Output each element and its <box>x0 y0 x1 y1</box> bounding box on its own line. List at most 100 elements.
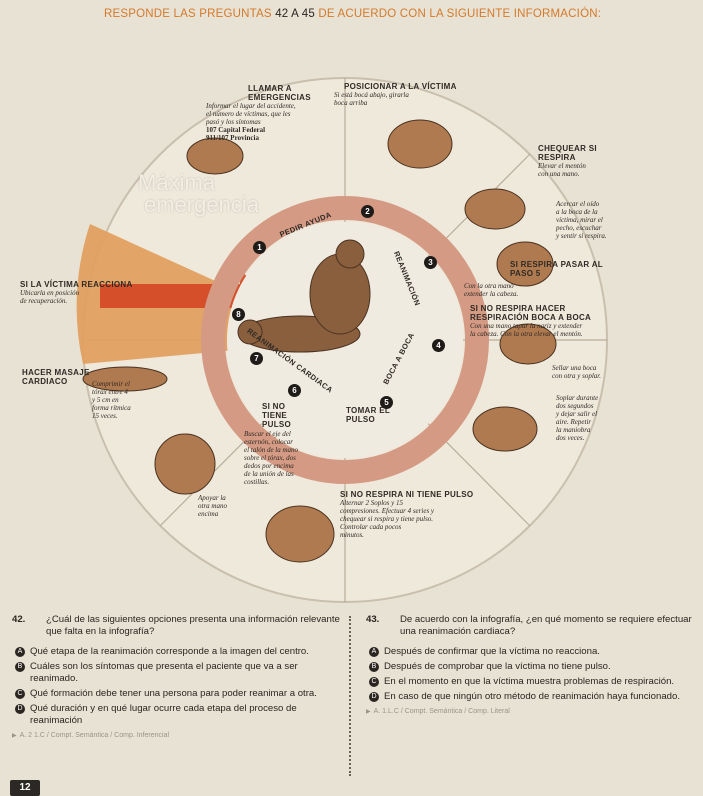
step-marker-6: 6 <box>288 384 301 397</box>
infographic-drawing <box>76 77 608 603</box>
inner-ring <box>201 196 489 484</box>
step-check-desc-3: Acercar el oído <box>556 200 600 208</box>
option-text: En el momento en que la víctima muestra … <box>384 676 675 687</box>
step-no-pulse-title: SI NO TIENE PULSO <box>262 402 292 429</box>
question-43-stem: 43. De acuerdo con la infografía, ¿en qu… <box>366 614 696 638</box>
option-a-marker: A <box>369 647 379 657</box>
step-marker-3: 3 <box>424 256 437 269</box>
step-take-pulse: TOMAR EL PULSO <box>346 406 406 424</box>
question-42-stem: 42. ¿Cuál de las siguientes opciones pre… <box>12 614 342 638</box>
question-43-meta: ▶A. 1.L.C / Compt. Semántica / Comp. Lit… <box>366 706 696 718</box>
question-43-option-c[interactable]: C En el momento en que la víctima muestr… <box>366 676 696 688</box>
step-cardiac-desc: Comprimir el tórax entre 4 y 5 cm en for… <box>92 380 162 420</box>
option-text: Qué etapa de la reanimación corresponde … <box>30 646 309 657</box>
step-no-pulse-desc-6: de la unión de las <box>244 470 294 478</box>
step-call-desc-1: Informar el lugar del accidente, <box>206 102 296 110</box>
step-not-breathing-desc-2: la cabeza. Con la otra elevar el mentón. <box>470 330 583 338</box>
question-43: 43. De acuerdo con la infografía, ¿en qu… <box>366 614 696 718</box>
option-text: Qué duración y en qué lugar ocurre cada … <box>30 703 297 726</box>
step-reacts-desc-2: de recuperación. <box>20 297 68 305</box>
main-banner: Máxima emergencia <box>138 172 259 216</box>
question-43-text: De acuerdo con la infografía, ¿en qué mo… <box>400 614 692 637</box>
option-text: Cuáles son los síntomas que presenta el … <box>30 661 298 684</box>
step-call-desc-5: 911/107 Provincia <box>206 134 259 142</box>
question-42-option-a[interactable]: A Qué etapa de la reanimación correspond… <box>12 646 342 658</box>
option-a-marker: A <box>15 647 25 657</box>
question-42-number: 42. <box>12 614 26 625</box>
step-marker-2: 2 <box>361 205 374 218</box>
step-no-pulse-desc: Buscar el eje del esternón, colocar el t… <box>244 430 344 486</box>
step-not-breathing-desc-6: dos segundos <box>556 402 594 410</box>
option-text: En caso de que ningún otro método de rea… <box>384 691 681 702</box>
step-position-desc-1: Si está bocá abajo, girarla <box>334 91 409 99</box>
step-cardiac-desc-1: Comprimir el <box>92 380 130 388</box>
step-breathes-desc-2: extender la cabeza. <box>464 290 519 298</box>
step-not-breathing-desc-10: dos veces. <box>556 434 585 442</box>
step-not-breathing-title: SI NO RESPIRA HACER RESPIRACIÓN BOCA A B… <box>470 304 592 322</box>
step-other-hand: Apoyar la otra mano encima <box>198 494 248 518</box>
step-no-breath-no-pulse-desc-3: chequear si respira y tiene pulso. <box>340 515 434 523</box>
question-42-meta-text: A. 2 1.C / Compt. Semántica / Comp. Infe… <box>19 732 170 739</box>
step-position-desc-2: boca arriba <box>334 99 368 107</box>
step-cardiac-desc-2: tórax entre 4 <box>92 388 128 396</box>
option-text: Después de confirmar que la víctima no r… <box>384 646 600 657</box>
step-not-breathing-desc-7: y dejar salir el <box>556 410 598 418</box>
step-breathes-title: SI RESPIRA PASAR AL PASO 5 <box>510 260 603 278</box>
step-call-title: LLAMAR A EMERGENCIAS <box>248 84 311 102</box>
step-not-breathing-desc-4: con otra y soplar. <box>552 372 601 380</box>
step-blow: Soplar durante dos segundos y dejar sali… <box>556 394 626 442</box>
option-b-marker: B <box>369 662 379 672</box>
question-42-option-c[interactable]: C Qué formación debe tener una persona p… <box>12 688 342 700</box>
step-reacts-desc-1: Ubicarla en posición <box>20 289 80 297</box>
step-check-ear: Acercar el oído a la boca de la víctima,… <box>556 200 636 240</box>
step-check-desc-1: Elevar el mentón <box>538 162 586 170</box>
step-check-title: CHEQUEAR SI RESPIRA <box>538 144 597 162</box>
header-prefix: RESPONDE LAS PREGUNTAS <box>104 8 276 20</box>
step-marker-4: 4 <box>432 339 445 352</box>
step-check: CHEQUEAR SI RESPIRA Elevar el mentón con… <box>538 144 618 178</box>
center-figures <box>237 239 371 353</box>
step-take-pulse-title: TOMAR EL PULSO <box>346 406 390 424</box>
question-43-option-b[interactable]: B Después de comprobar que la víctima no… <box>366 661 696 673</box>
step-no-breath-no-pulse: SI NO RESPIRA NI TIENE PULSO Alternar 2 … <box>340 490 510 539</box>
step-no-pulse-desc-10: encima <box>198 510 219 518</box>
step-position: POSICIONAR A LA VÍCTIMA Si está bocá aba… <box>334 82 494 107</box>
step-cardiac: HACER MASAJE CARDIACO <box>22 368 122 386</box>
header-suffix: DE ACUERDO CON LA SIGUIENTE INFORMACIÓN: <box>314 8 602 20</box>
question-43-option-d[interactable]: D En caso de que ningún otro método de r… <box>366 691 696 703</box>
step-no-breath-no-pulse-desc-5: minutos. <box>340 531 364 539</box>
step-cardiac-desc-4: forma rítmica <box>92 404 131 412</box>
option-text: Qué formación debe tener una persona par… <box>30 688 317 699</box>
questions-section: 42. ¿Cuál de las siguientes opciones pre… <box>0 604 703 794</box>
step-no-breath-no-pulse-desc-2: compresiones. Efectuar 4 series y <box>340 507 435 515</box>
column-divider <box>349 616 351 776</box>
step-no-pulse: SI NO TIENE PULSO <box>262 402 312 429</box>
step-cardiac-desc-5: 15 veces. <box>92 412 118 420</box>
step-no-pulse-desc-7: costillas. <box>244 478 270 486</box>
step-no-breath-no-pulse-desc-4: Controlar cada pocos <box>340 523 402 531</box>
step-no-pulse-desc-2: esternón, colocar <box>244 438 293 446</box>
step-no-pulse-desc-5: dedos por encima <box>244 462 294 470</box>
question-43-option-a[interactable]: A Después de confirmar que la víctima no… <box>366 646 696 658</box>
instructions-header: RESPONDE LAS PREGUNTAS 42 A 45 DE ACUERD… <box>104 8 694 20</box>
option-text: Después de comprobar que la víctima no t… <box>384 661 611 672</box>
question-43-number: 43. <box>366 614 380 625</box>
option-b-marker: B <box>15 662 25 672</box>
step-breathes-desc-1: Con la otra mano <box>464 282 514 290</box>
step-seal: Sellar una boca con otra y soplar. <box>552 364 622 380</box>
step-breathes-desc: Con la otra mano extender la cabeza. <box>464 282 564 298</box>
header-highlight: 42 A 45 <box>275 8 315 20</box>
step-marker-7: 7 <box>250 352 263 365</box>
step-not-breathing-desc-5: Soplar durante <box>556 394 599 402</box>
step-no-pulse-desc-4: sobre el tórax, dos <box>244 454 296 462</box>
question-42-option-d[interactable]: D Qué duración y en qué lugar ocurre cad… <box>12 703 342 727</box>
step-not-breathing-desc-3: Sellar una boca <box>552 364 597 372</box>
cpr-infographic: Máxima emergencia LLAMAR A EMERGENCIAS I… <box>0 34 703 604</box>
step-call: LLAMAR A EMERGENCIAS Informar el lugar d… <box>206 84 311 142</box>
option-c-marker: C <box>15 689 25 699</box>
option-c-marker: C <box>369 677 379 687</box>
page-number: 12 <box>10 780 40 796</box>
question-42-text: ¿Cuál de las siguientes opciones present… <box>46 614 340 637</box>
question-42-option-b[interactable]: B Cuáles son los síntomas que presenta e… <box>12 661 342 685</box>
step-cardiac-desc-3: y 5 cm en <box>92 396 119 404</box>
